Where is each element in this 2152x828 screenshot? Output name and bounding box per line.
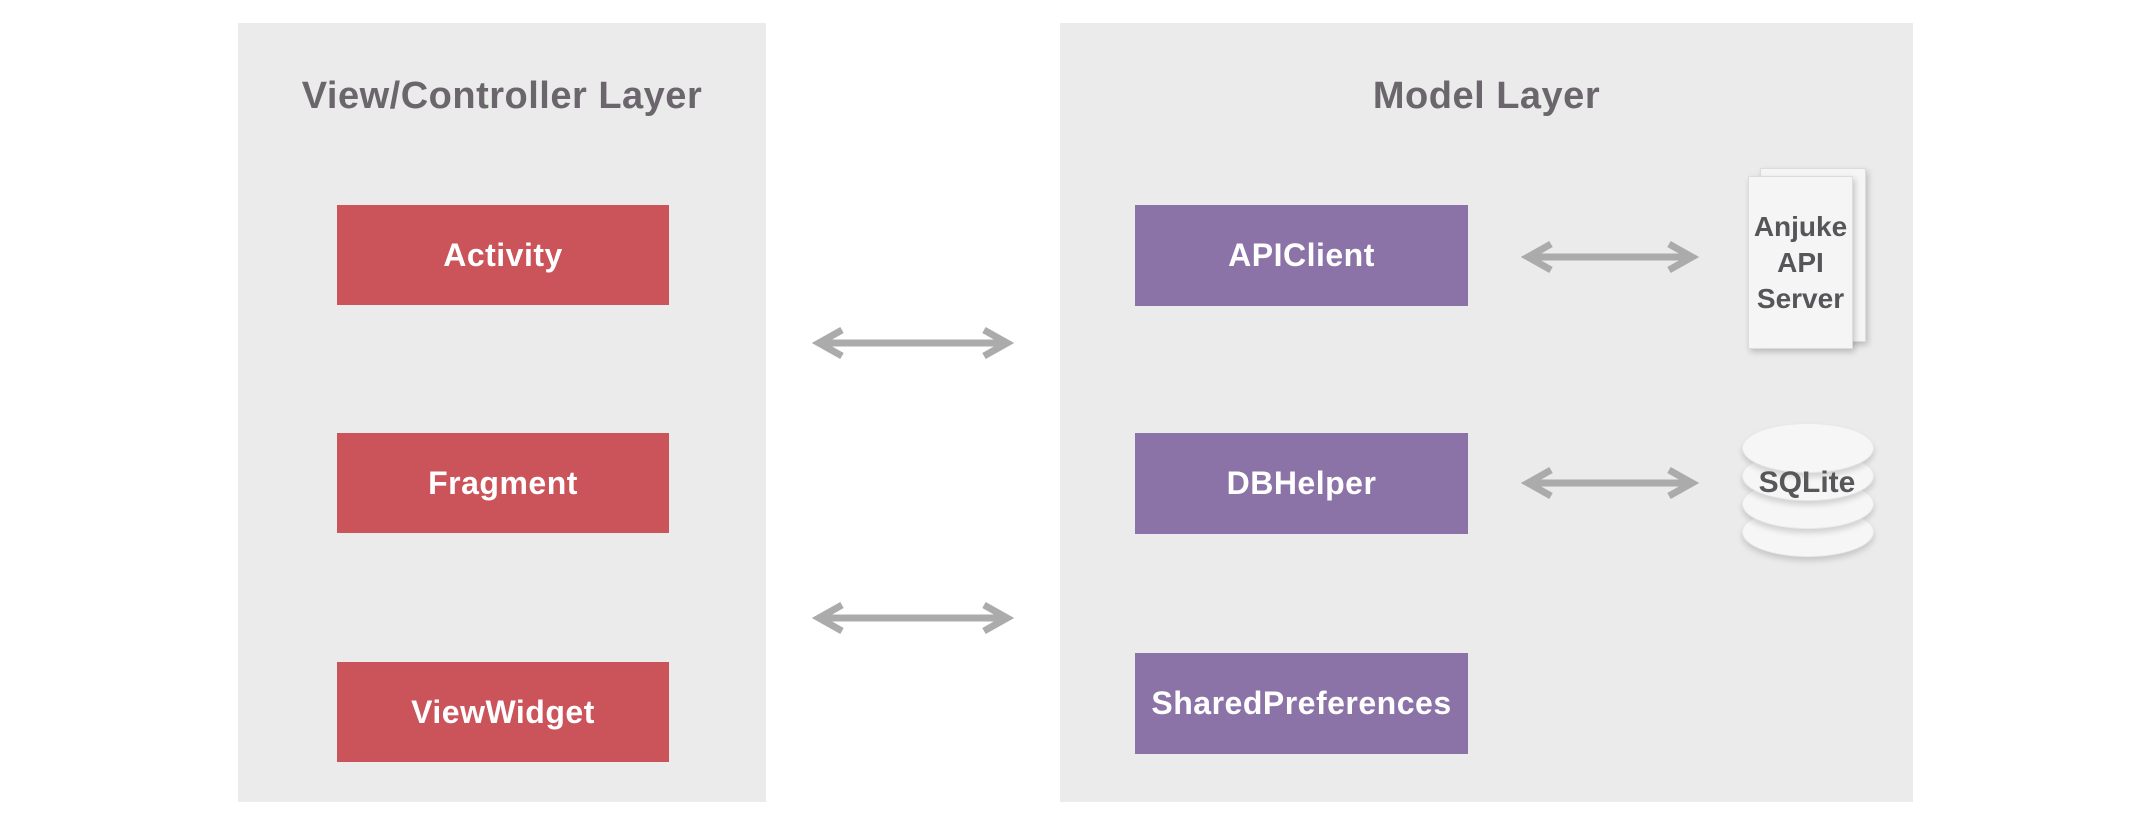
- sqlite-label: SQLite: [1758, 466, 1856, 499]
- activity-box: Activity: [337, 205, 669, 305]
- viewwidget-box: ViewWidget: [337, 662, 669, 762]
- arrow-view-model-bottom: [812, 596, 1014, 640]
- api-server-card: Anjuke API Server: [1748, 176, 1853, 349]
- model-layer-panel: Model Layer APIClient DBHelper SharedPre…: [1060, 23, 1913, 802]
- sqlite-database-icon: SQLite: [1742, 423, 1874, 558]
- apiclient-box: APIClient: [1135, 205, 1468, 306]
- arrow-dbhelper-sqlite: [1521, 461, 1699, 505]
- arrow-apiclient-server: [1521, 235, 1699, 279]
- view-controller-layer-panel: View/Controller Layer Activity Fragment …: [238, 23, 766, 802]
- api-server-card-line: Server: [1756, 282, 1845, 314]
- arrow-view-model-top: [812, 321, 1014, 365]
- view-controller-layer-title: View/Controller Layer: [301, 75, 703, 117]
- model-layer-title: Model Layer: [1372, 75, 1601, 117]
- cylinder-disc: [1742, 423, 1874, 473]
- dbhelper-box: DBHelper: [1135, 433, 1468, 534]
- sharedpreferences-box: SharedPreferences: [1135, 653, 1468, 754]
- fragment-box: Fragment: [337, 433, 669, 533]
- api-server-card-line: API: [1777, 246, 1824, 278]
- api-server-card-line: Anjuke: [1753, 210, 1848, 242]
